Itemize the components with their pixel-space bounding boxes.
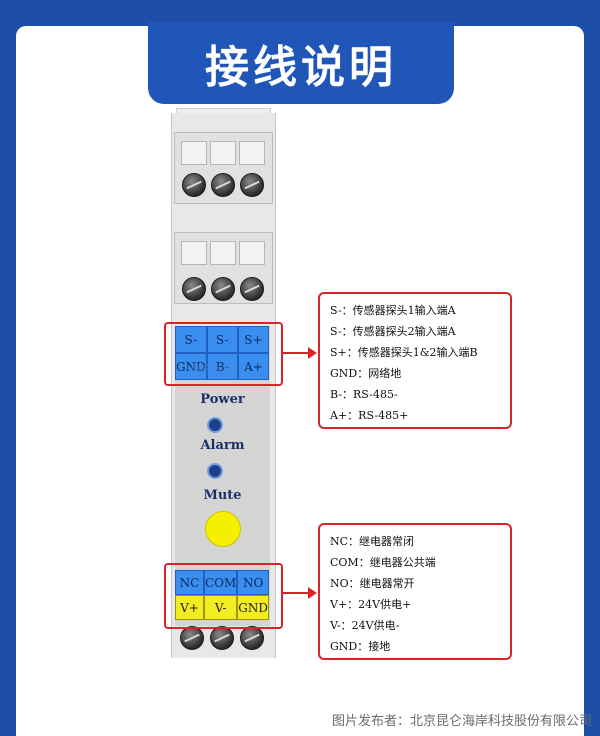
legend-item: S-：传感器探头1输入端A	[330, 304, 456, 317]
mute-button[interactable]	[205, 511, 241, 547]
legend-item: V-：24V供电-	[330, 619, 400, 632]
title-banner: 接线说明	[148, 22, 454, 104]
screw-icon	[182, 277, 206, 301]
terminal-label: NC	[175, 570, 204, 595]
bottom-terminal-highlight	[164, 563, 283, 629]
top-terminal-highlight	[164, 322, 283, 386]
screw-icon	[210, 626, 234, 650]
legend-item: S-：传感器探头2输入端A	[330, 325, 456, 338]
terminal-block-upper-2	[174, 232, 273, 304]
bottom-terminal-labels: NC COM NO V+ V- GND	[175, 570, 269, 620]
terminal-block-upper-1	[174, 132, 273, 204]
mute-label: Mute	[203, 488, 242, 503]
bottom-screw-row	[178, 626, 266, 650]
legend-item: V+：24V供电+	[330, 598, 412, 611]
power-led-icon	[207, 417, 223, 433]
terminal-label: V-	[203, 595, 238, 620]
arrow-right-icon	[282, 587, 317, 599]
terminal-label: S-	[206, 326, 238, 353]
terminal-label: GND	[175, 353, 207, 380]
top-terminal-legend: S-：传感器探头1输入端A S-：传感器探头2输入端A S+：传感器探头1&2输…	[318, 292, 512, 429]
terminal-label: B-	[206, 353, 238, 380]
screw-icon	[180, 626, 204, 650]
wire-slot	[210, 241, 236, 265]
screw-icon	[240, 173, 264, 197]
watermark-logo: 昆仑海岸	[190, 363, 234, 376]
screw-icon	[211, 277, 235, 301]
arrow-right-icon	[282, 347, 317, 359]
terminal-label: V+	[175, 595, 204, 620]
wire-slot	[239, 141, 265, 165]
legend-item: NO：继电器常开	[330, 577, 415, 590]
terminal-label: S-	[175, 326, 207, 353]
terminal-label: GND	[237, 595, 269, 620]
wire-slot	[210, 141, 236, 165]
legend-item: NC：继电器常闭	[330, 535, 415, 548]
legend-item: A+：RS-485+	[330, 409, 409, 422]
terminal-label: A+	[237, 353, 269, 380]
wire-slot	[239, 241, 265, 265]
screw-icon	[182, 173, 206, 197]
legend-item: GND：网络地	[330, 367, 402, 380]
top-terminal-labels: S- S- S+ GND B- A+	[175, 326, 269, 380]
legend-item: GND：接地	[330, 640, 391, 653]
publisher-credit: 图片发布者：北京昆仑海岸科技股份有限公司	[331, 714, 592, 729]
screw-icon	[211, 173, 235, 197]
page-title: 接线说明	[205, 42, 397, 93]
legend-item: B-：RS-485-	[330, 388, 398, 401]
wire-slot	[181, 241, 207, 265]
terminal-label: NO	[237, 570, 269, 595]
legend-item: COM：继电器公共端	[330, 556, 436, 569]
screw-icon	[240, 626, 264, 650]
terminal-label: S+	[237, 326, 269, 353]
alarm-led-icon	[207, 463, 223, 479]
wire-slot	[181, 141, 207, 165]
terminal-label: COM	[203, 570, 238, 595]
bottom-terminal-legend: NC：继电器常闭 COM：继电器公共端 NO：继电器常开 V+：24V供电+ V…	[318, 523, 512, 660]
power-label: Power	[200, 392, 245, 407]
alarm-label: Alarm	[200, 438, 245, 453]
legend-item: S+：传感器探头1&2输入端B	[330, 346, 478, 359]
screw-icon	[240, 277, 264, 301]
